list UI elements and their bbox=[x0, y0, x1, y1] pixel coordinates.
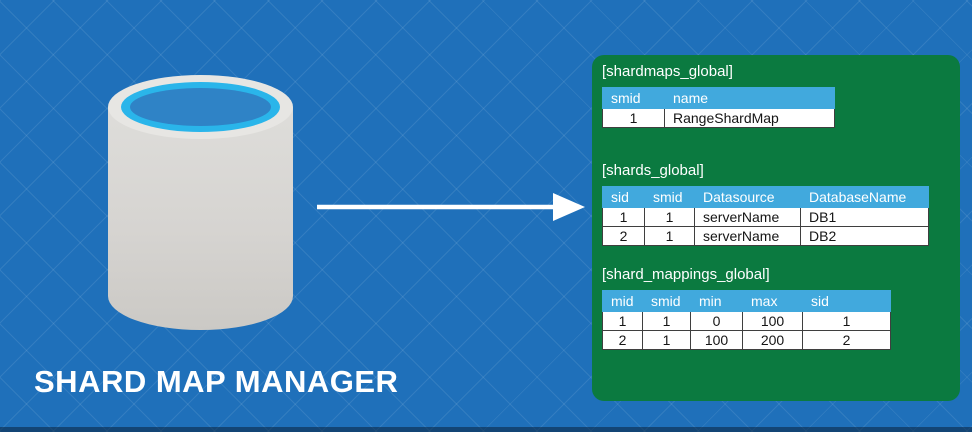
table-label-shard-mappings-global: [shard_mappings_global] bbox=[602, 266, 770, 283]
table-cell: serverName bbox=[694, 207, 801, 227]
database-top-liquid bbox=[130, 88, 271, 126]
table-cell: 1 bbox=[642, 330, 691, 350]
database-cylinder-icon bbox=[108, 75, 293, 330]
table-cell: serverName bbox=[694, 226, 801, 246]
right-arrow-icon bbox=[317, 193, 585, 221]
column-header: smid bbox=[602, 87, 665, 109]
table-cell: 2 bbox=[802, 330, 891, 350]
table-label-shardmaps-global: [shardmaps_global] bbox=[602, 63, 733, 80]
column-header: mid bbox=[602, 290, 643, 312]
table-cell: 1 bbox=[602, 108, 665, 128]
column-header: max bbox=[742, 290, 803, 312]
table-cell: 1 bbox=[802, 311, 891, 331]
table-cell: DB2 bbox=[800, 226, 929, 246]
column-header: Datasource bbox=[694, 186, 801, 208]
table-cell: 200 bbox=[742, 330, 803, 350]
table-cell: 1 bbox=[644, 226, 695, 246]
table-cell: 100 bbox=[690, 330, 743, 350]
bottom-shadow-strip bbox=[0, 427, 972, 432]
table-cell: 0 bbox=[690, 311, 743, 331]
diagram-title: SHARD MAP MANAGER bbox=[34, 364, 399, 399]
column-header: name bbox=[664, 87, 835, 109]
column-header: smid bbox=[642, 290, 691, 312]
column-header: DatabaseName bbox=[800, 186, 929, 208]
table-cell: DB1 bbox=[800, 207, 929, 227]
table-cell: 1 bbox=[642, 311, 691, 331]
column-header: sid bbox=[602, 186, 645, 208]
column-header: smid bbox=[644, 186, 695, 208]
table-cell: RangeShardMap bbox=[664, 108, 835, 128]
table-cell: 100 bbox=[742, 311, 803, 331]
column-header: min bbox=[690, 290, 743, 312]
table-cell: 2 bbox=[602, 226, 645, 246]
database-body bbox=[108, 107, 293, 330]
table-label-shards-global: [shards_global] bbox=[602, 162, 704, 179]
table-cell: 1 bbox=[644, 207, 695, 227]
column-header: sid bbox=[802, 290, 891, 312]
table-cell: 1 bbox=[602, 311, 643, 331]
table-cell: 2 bbox=[602, 330, 643, 350]
arrow-head bbox=[553, 193, 585, 221]
table-cell: 1 bbox=[602, 207, 645, 227]
